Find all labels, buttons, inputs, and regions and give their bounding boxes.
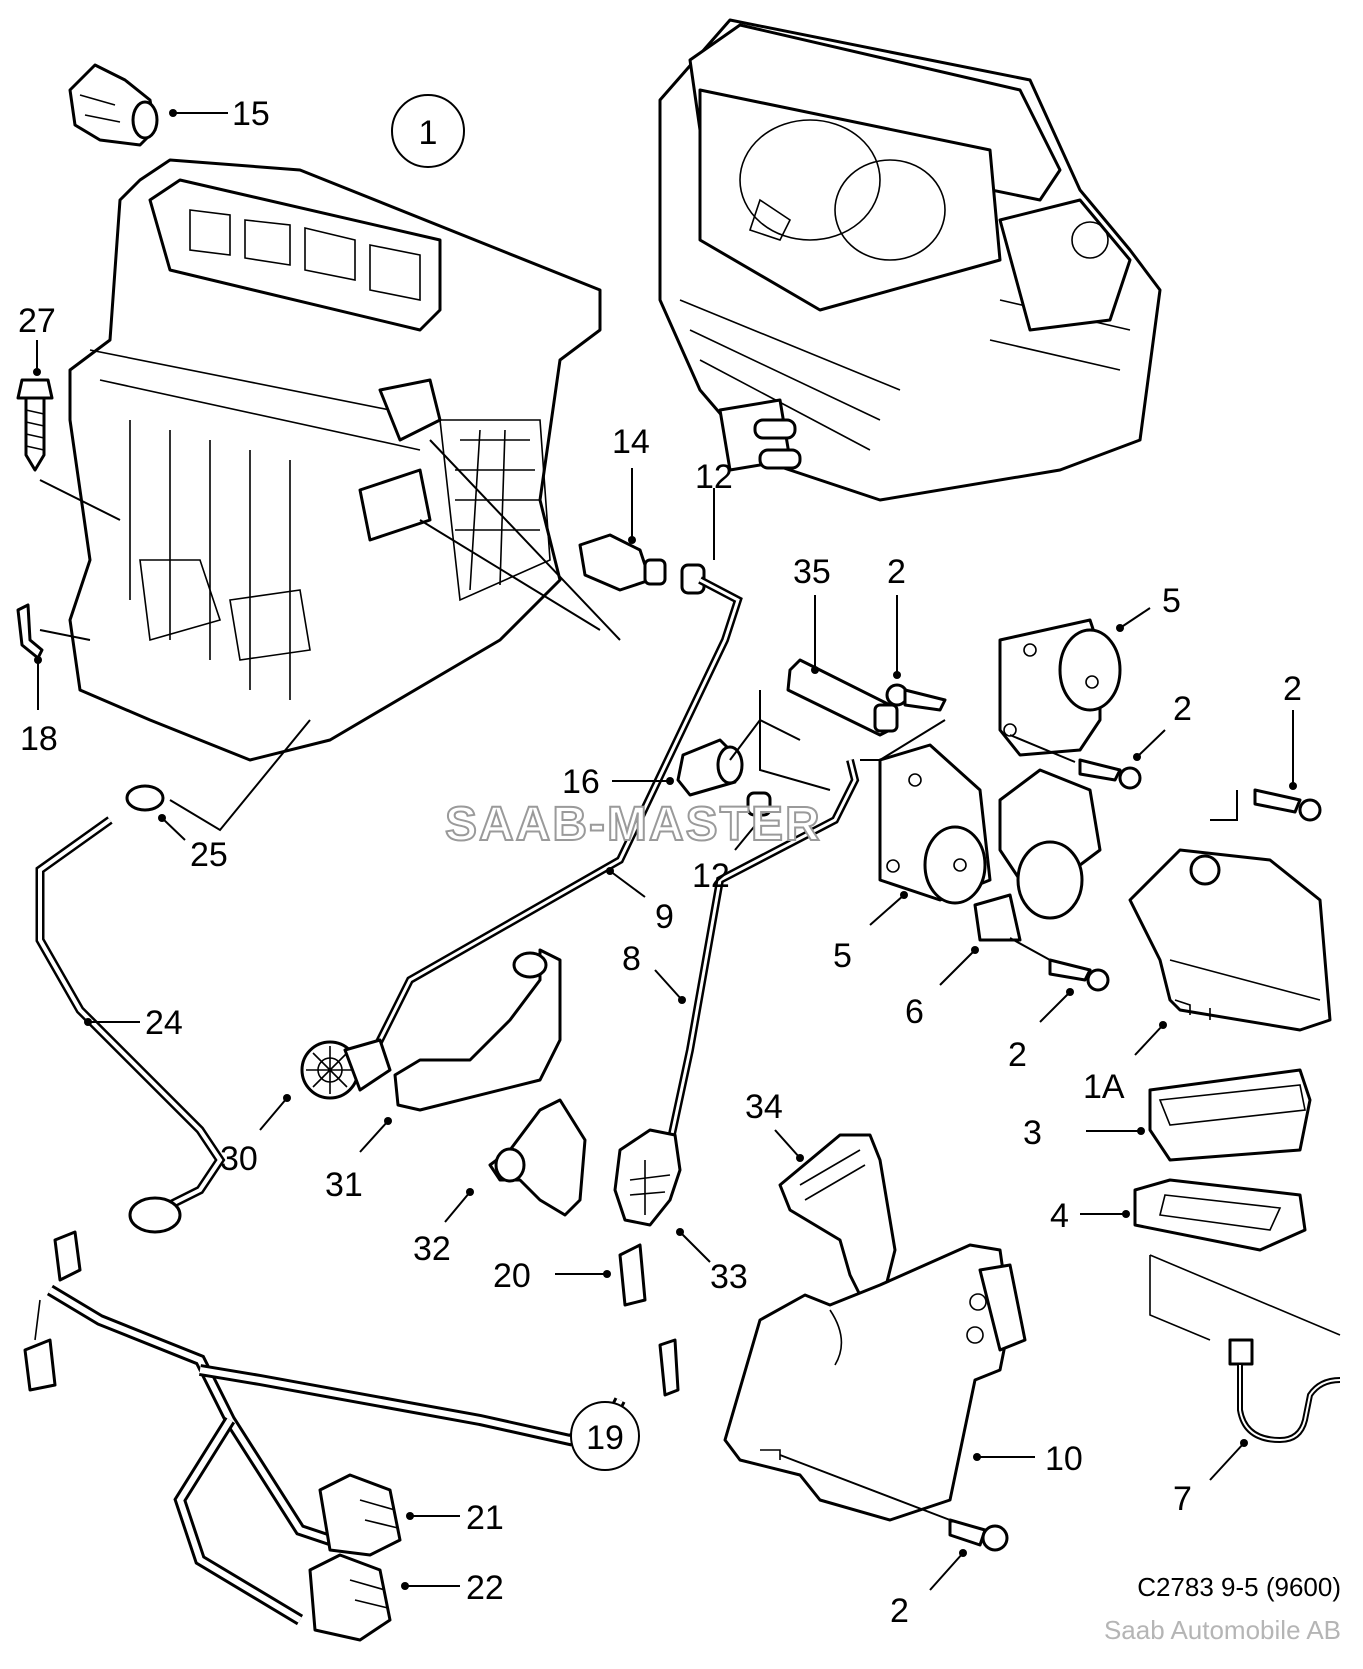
part-27-screw (16, 378, 54, 472)
group-19-label: 19 (586, 1419, 624, 1457)
manufacturer-credit: Saab Automobile AB (1103, 1615, 1341, 1645)
callout-22: 22 (466, 1569, 504, 1607)
part-2-screw-a (885, 683, 947, 712)
callout-2-e: 2 (890, 1592, 909, 1630)
part-33-lever (613, 1128, 682, 1227)
part-32-lever (488, 1098, 587, 1217)
callout-1a: 1A (1083, 1068, 1125, 1106)
part-2-screw-c (1253, 788, 1322, 822)
callout-2-a: 2 (887, 553, 906, 591)
callout-5-upper: 5 (1162, 582, 1181, 620)
callout-33: 33 (710, 1258, 748, 1296)
part-15-plug (68, 63, 159, 147)
callout-10: 10 (1045, 1440, 1083, 1478)
callout-2-c: 2 (1283, 670, 1302, 708)
part-3-filter-frame (1148, 1068, 1312, 1162)
heater-unit-left (68, 158, 602, 762)
callout-31: 31 (325, 1166, 363, 1204)
callout-15: 15 (232, 95, 270, 133)
part-20-connector (618, 1243, 680, 1397)
part-2-screw-b (1078, 758, 1142, 790)
callout-12-lower: 12 (692, 857, 730, 895)
part-14-sensor (578, 533, 667, 592)
part-16-bracket (676, 738, 744, 797)
part-2-screw-d (1048, 958, 1110, 992)
diagram-code: C2783 9-5 (9600) (1137, 1572, 1341, 1602)
callout-25: 25 (190, 836, 228, 874)
callout-12-upper: 12 (695, 458, 733, 496)
part-6-actuator-motor-bracket (973, 768, 1102, 942)
callout-34: 34 (745, 1088, 783, 1126)
part-4-seal (1133, 1178, 1307, 1252)
part-31-lever (393, 948, 562, 1112)
callout-20: 20 (493, 1257, 531, 1295)
callout-18: 18 (20, 720, 58, 758)
part-35-connector-sleeve (786, 658, 899, 737)
callout-3: 3 (1023, 1114, 1042, 1152)
callout-9: 9 (655, 898, 674, 936)
part-18-clip (16, 603, 44, 660)
part-22-connector (308, 1553, 392, 1642)
part-7-sensor-cable (1149, 1254, 1341, 1444)
group-1-circle (391, 94, 465, 168)
callout-24: 24 (145, 1004, 183, 1042)
callout-30: 30 (220, 1140, 258, 1178)
part-10-cover (723, 1243, 1027, 1522)
part-25-hose-clamp (125, 784, 165, 812)
callout-4: 4 (1050, 1197, 1069, 1235)
callout-5-lower: 5 (833, 937, 852, 975)
callout-16: 16 (562, 763, 600, 801)
group-19-circle (570, 1401, 640, 1471)
callout-35: 35 (793, 553, 831, 591)
callout-6: 6 (905, 993, 924, 1031)
part-12-grommet-lower (746, 791, 772, 817)
callout-2-d: 2 (1008, 1036, 1027, 1074)
callout-7: 7 (1173, 1480, 1192, 1518)
watermark: SAAB-MASTER (445, 798, 822, 851)
part-21-connector (318, 1473, 402, 1557)
part-24-drain-hose (35, 816, 226, 1234)
part-1a-housing-cover (1128, 848, 1332, 1032)
part-30-gear (300, 1038, 392, 1100)
part-5-actuator-motor-lower (878, 743, 992, 905)
callout-14: 14 (612, 423, 650, 461)
part-2-screw-e (948, 1518, 1009, 1552)
part-5-actuator-motor-upper (998, 618, 1122, 757)
callout-32: 32 (413, 1230, 451, 1268)
part-9-link-rod (366, 576, 743, 1062)
callout-2-b: 2 (1173, 690, 1192, 728)
callout-8: 8 (622, 940, 641, 978)
callout-21: 21 (466, 1499, 504, 1537)
group-1-label: 1 (419, 114, 438, 152)
part-8-link-rod (656, 759, 860, 1191)
callout-27: 27 (18, 302, 56, 340)
heater-unit-right (658, 18, 1162, 502)
